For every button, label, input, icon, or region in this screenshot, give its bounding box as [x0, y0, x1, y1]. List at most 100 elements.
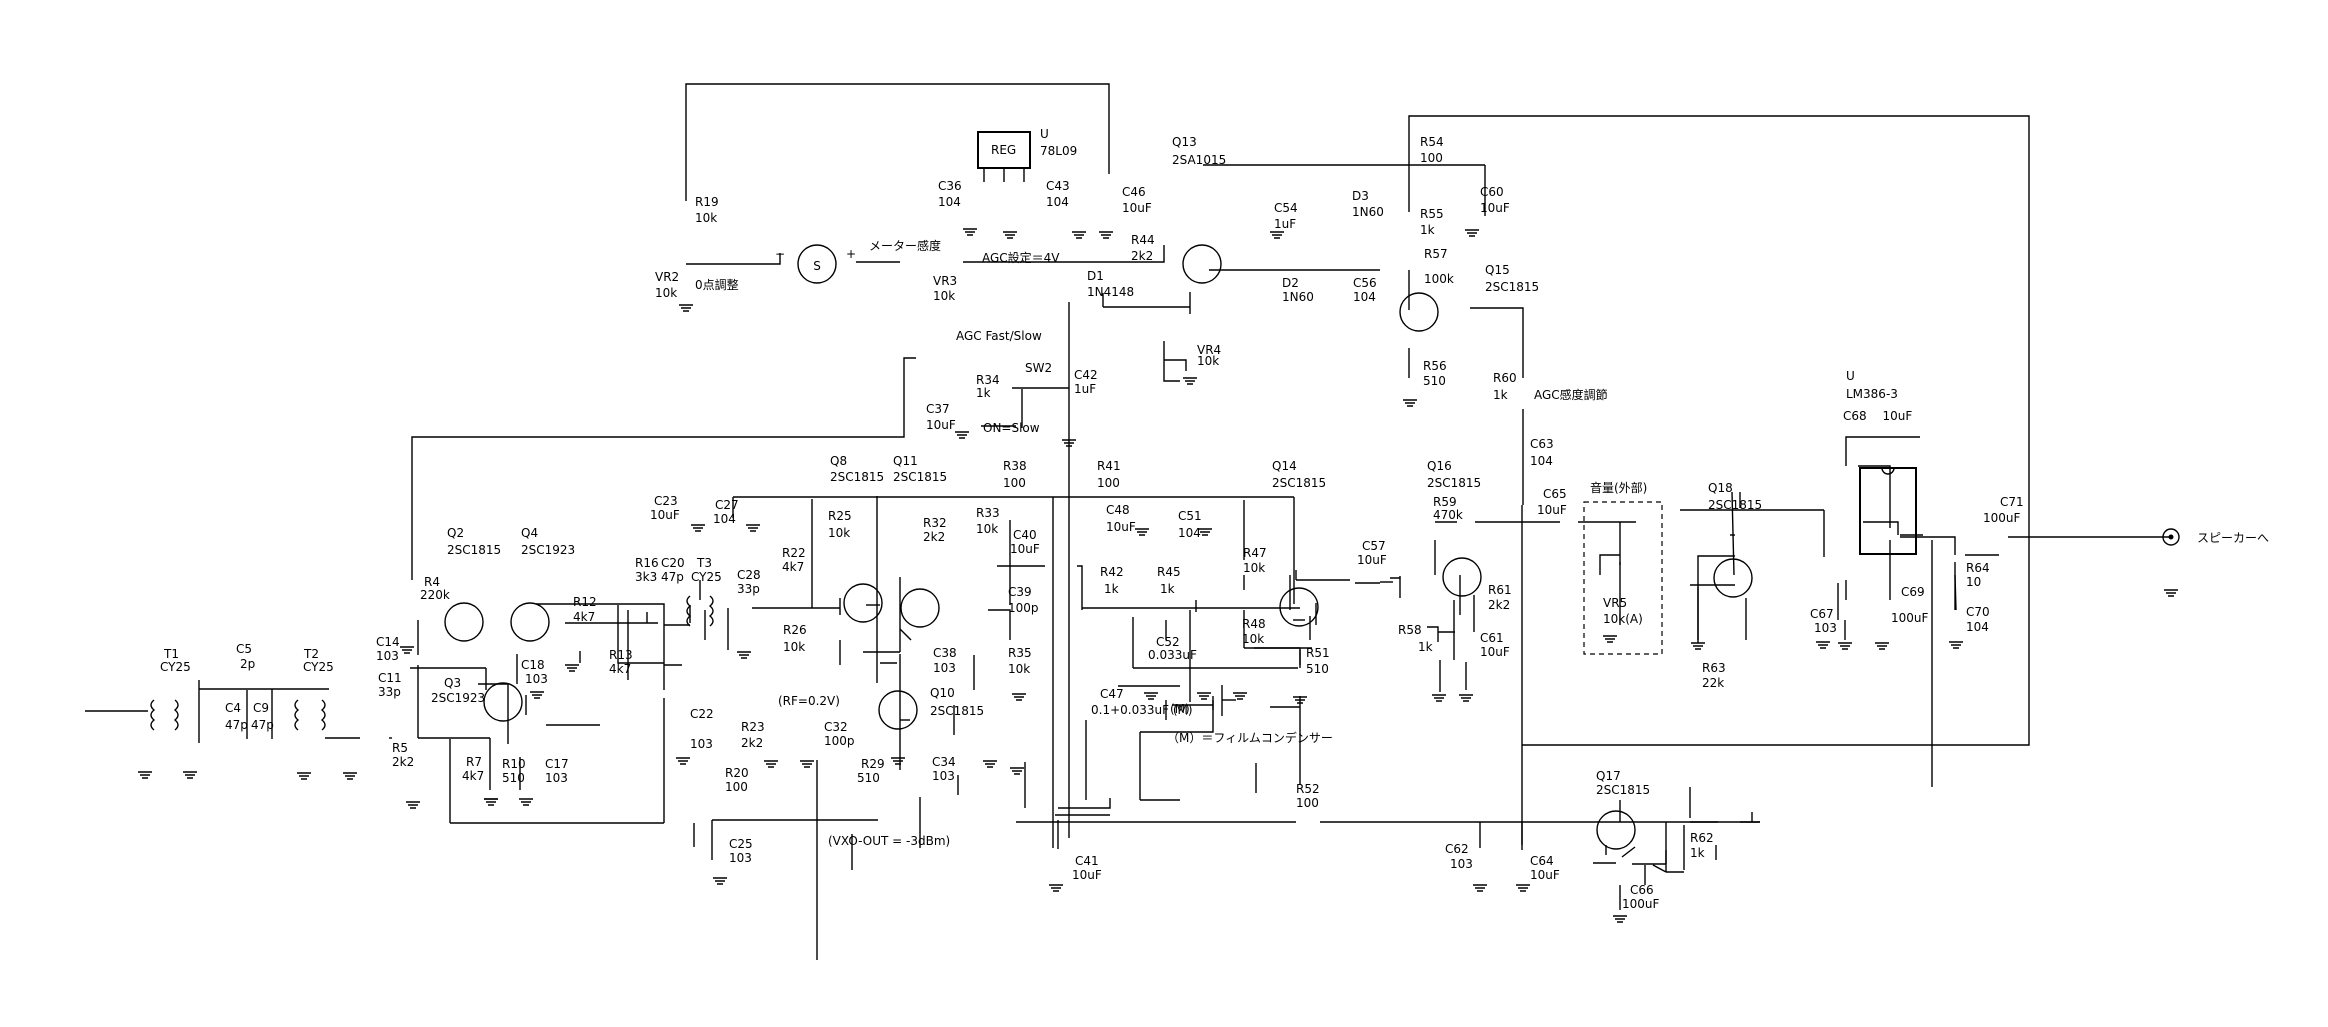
q3-body: [483, 682, 523, 722]
label-speaker: スピーカーへ: [2197, 531, 2269, 545]
transistor-circles: [444, 244, 1753, 850]
q4-body: [510, 602, 550, 642]
q11-body: [900, 588, 940, 628]
label-c68: C68 10uF: [1843, 409, 1912, 423]
ground-symbols: [138, 228, 2178, 923]
label-zero-adj: 0点調整: [695, 277, 739, 292]
label-agc-set: AGC設定＝4V: [982, 250, 1060, 265]
transformers: [150, 595, 714, 731]
lm386-chip: [1859, 467, 1917, 555]
q2-body: [444, 602, 484, 642]
t3-primary: [686, 595, 692, 627]
label-vol: 音量(外部): [1590, 480, 1647, 495]
q10-body: [878, 690, 918, 730]
t2-primary: [294, 699, 300, 731]
label-sw2: SW2: [1025, 361, 1052, 375]
volume-box: [1583, 501, 1663, 655]
meter-symbol: S − +: [775, 244, 856, 284]
q13-body: [1182, 244, 1222, 284]
meter-plus: +: [846, 247, 856, 261]
t2-secondary: [320, 699, 326, 731]
q17-body: [1596, 810, 1636, 850]
meter-letter: S: [813, 259, 821, 273]
meter-minus: −: [775, 247, 785, 261]
t1-secondary: [173, 699, 179, 731]
t3-secondary: [708, 595, 714, 627]
